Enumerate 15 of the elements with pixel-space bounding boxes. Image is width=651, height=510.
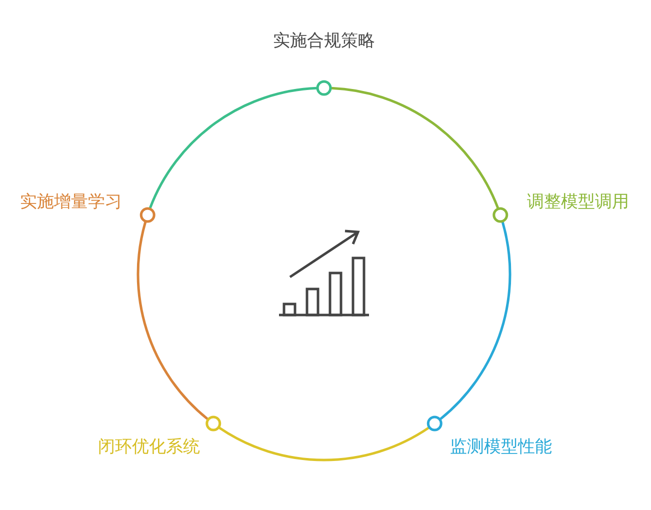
node-dot xyxy=(426,416,442,432)
arc-connector xyxy=(149,86,317,208)
arc-connector xyxy=(136,222,208,420)
arc-connector xyxy=(440,222,512,420)
node-dot xyxy=(206,416,222,432)
arc-connector xyxy=(331,86,499,208)
step-label: 实施合规策略 xyxy=(273,31,375,51)
step-label: 闭环优化系统 xyxy=(98,437,200,457)
node-dot xyxy=(316,80,332,96)
node-dot xyxy=(140,207,156,223)
arc-connector xyxy=(218,426,430,462)
step-label: 实施增量学习 xyxy=(20,192,122,212)
step-label: 调整模型调用 xyxy=(527,192,629,212)
node-dot xyxy=(492,207,508,223)
step-label: 监测模型性能 xyxy=(450,437,552,457)
